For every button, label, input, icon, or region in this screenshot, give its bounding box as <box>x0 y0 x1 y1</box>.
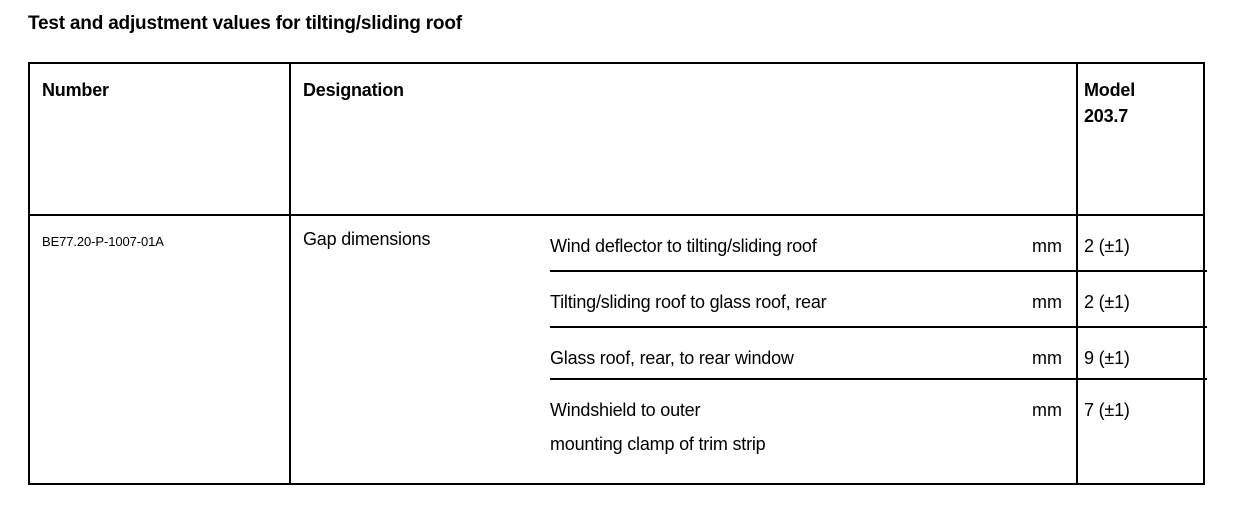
measurement-label: Wind deflector to tilting/sliding roof <box>550 236 817 256</box>
measurement-label: Tilting/sliding roof to glass roof, rear <box>550 292 827 312</box>
measurement-unit: mm <box>1032 348 1062 368</box>
cell-designation: Gap dimensions <box>303 229 431 249</box>
measurement-row: Wind deflector to tilting/sliding roof m… <box>550 216 1203 270</box>
spec-table: Number Designation Model 203.7 BE77.20-P… <box>28 62 1207 485</box>
column-header-number: Number <box>42 80 109 100</box>
measurement-label: Windshield to outer mounting clamp of tr… <box>550 400 766 454</box>
table-header-row: Number Designation Model 203.7 <box>30 64 1203 216</box>
measurement-unit: mm <box>1032 400 1062 420</box>
measurement-value: 2 (±1) <box>1084 292 1130 312</box>
measurement-value: 2 (±1) <box>1084 236 1130 256</box>
measurement-row: Glass roof, rear, to rear window mm 9 (±… <box>550 328 1203 382</box>
measurement-row-divider <box>550 378 1207 380</box>
column-divider-designation-model <box>1076 64 1078 483</box>
table-body: BE77.20-P-1007-01A Gap dimensions Wind d… <box>30 216 1207 483</box>
measurement-value: 9 (±1) <box>1084 348 1130 368</box>
measurement-row: Tilting/sliding roof to glass roof, rear… <box>550 272 1203 326</box>
column-header-designation: Designation <box>303 80 404 100</box>
measurement-value: 7 (±1) <box>1084 400 1130 420</box>
measurement-unit: mm <box>1032 292 1062 312</box>
measurement-label: Glass roof, rear, to rear window <box>550 348 794 368</box>
measurement-row: Windshield to outer mounting clamp of tr… <box>550 380 1203 468</box>
cell-document-number: BE77.20-P-1007-01A <box>42 234 164 249</box>
column-divider-number-designation <box>289 64 291 483</box>
measurement-unit: mm <box>1032 236 1062 256</box>
measurement-row-divider <box>550 270 1207 272</box>
page-title: Test and adjustment values for tilting/s… <box>28 13 462 34</box>
column-header-model: Model 203.7 <box>1084 80 1135 126</box>
measurement-row-divider <box>550 326 1207 328</box>
